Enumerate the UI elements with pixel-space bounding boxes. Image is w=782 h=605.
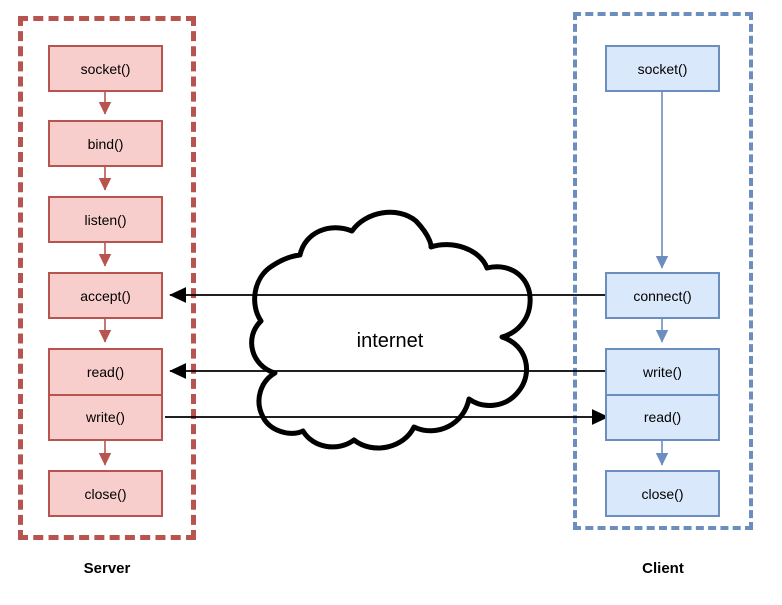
node-server-write[interactable]: write() (50, 393, 161, 440)
node-client-write-read-stack[interactable]: write() read() (605, 348, 720, 441)
network-connections (165, 287, 612, 425)
node-label: bind() (87, 135, 124, 152)
node-server-accept[interactable]: accept() (48, 272, 163, 319)
node-label: listen() (84, 211, 127, 228)
node-label: read() (86, 363, 125, 380)
client-group-label: Client (642, 560, 684, 577)
node-client-close[interactable]: close() (605, 470, 720, 517)
client-group-boundary (573, 12, 753, 530)
node-client-socket[interactable]: socket() (605, 45, 720, 92)
server-group-boundary (18, 16, 196, 540)
node-server-read[interactable]: read() (50, 350, 161, 394)
node-client-write[interactable]: write() (607, 350, 718, 394)
node-server-listen[interactable]: listen() (48, 196, 163, 243)
node-label: socket() (80, 60, 131, 77)
node-server-bind[interactable]: bind() (48, 120, 163, 167)
node-client-read[interactable]: read() (607, 393, 718, 440)
node-label: write() (643, 363, 682, 380)
internet-label: internet (356, 330, 424, 352)
node-label: connect() (633, 287, 692, 304)
node-label: accept() (80, 287, 131, 304)
node-label: close() (84, 485, 127, 502)
node-server-read-write-stack[interactable]: read() write() (48, 348, 163, 441)
server-group-label: Server (83, 560, 131, 577)
node-label: socket() (637, 60, 688, 77)
node-server-close[interactable]: close() (48, 470, 163, 517)
node-label: read() (643, 409, 682, 426)
node-label: close() (641, 485, 684, 502)
node-label: write() (86, 409, 125, 426)
node-client-connect[interactable]: connect() (605, 272, 720, 319)
node-server-socket[interactable]: socket() (48, 45, 163, 92)
